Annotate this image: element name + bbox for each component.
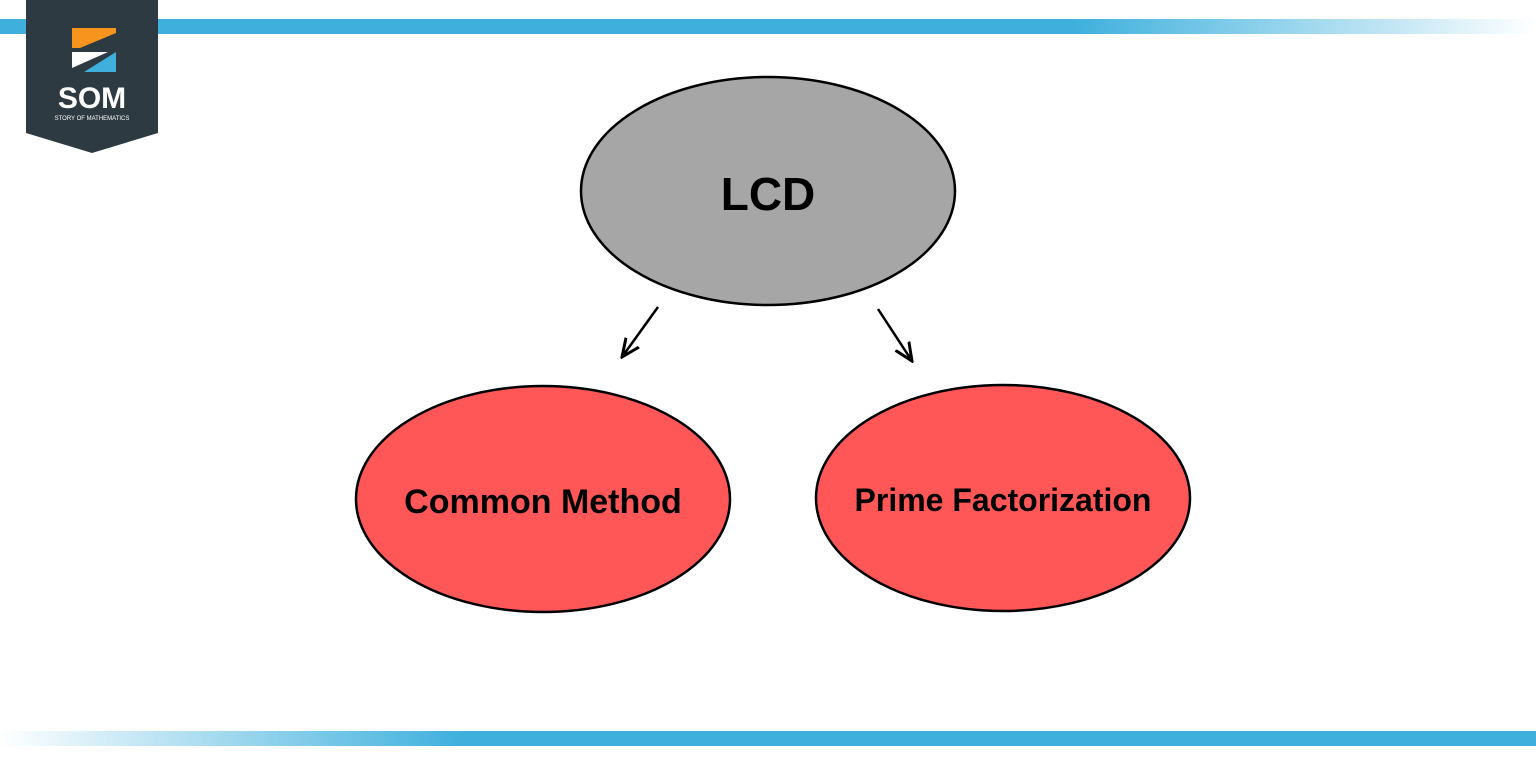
root-label: LCD: [721, 168, 816, 220]
root-node: LCD: [579, 75, 957, 307]
common-method-label: Common Method: [404, 483, 682, 521]
prime-factorization-label: Prime Factorization: [855, 482, 1152, 518]
som-logo-badge: SOM STORY OF MATHEMATICS: [26, 0, 158, 153]
logo-tagline: STORY OF MATHEMATICS: [55, 116, 130, 122]
logo-wordmark: SOM: [58, 82, 126, 115]
bottom-stripe: [0, 731, 1536, 746]
som-logo: SOM STORY OF MATHEMATICS: [26, 0, 158, 153]
child-node-common-method: Common Method: [354, 384, 732, 614]
top-stripe: [0, 19, 1536, 34]
root-ellipse: [579, 75, 957, 307]
arrow-to-prime-factorization: [876, 308, 912, 361]
child-node-prime-factorization: Prime Factorization: [814, 383, 1192, 613]
prime-factorization-ellipse: [814, 383, 1192, 613]
common-method-ellipse: [354, 384, 732, 614]
som-mark-icon: [72, 28, 116, 72]
arrow-to-common-method: [622, 306, 660, 357]
